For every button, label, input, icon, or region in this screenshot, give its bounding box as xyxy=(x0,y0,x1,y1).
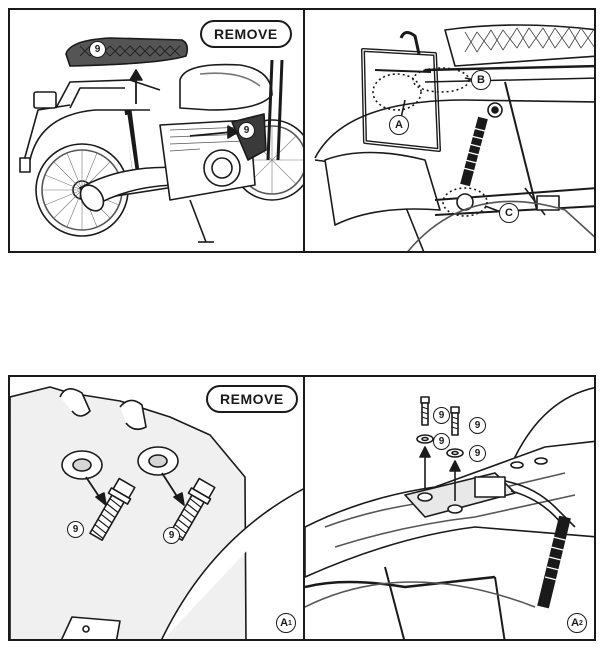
part-number-bolts: 9 xyxy=(67,521,84,538)
bracket-bolts-illustration xyxy=(10,386,303,639)
part-number-side-cover: 9 xyxy=(238,122,255,139)
rear-frame-illustration xyxy=(314,24,594,251)
panel-remove-seat-cover: REMOVE 9 9 xyxy=(8,8,305,253)
panel-mounting-points: A B C xyxy=(303,8,596,253)
part-number-seat: 9 xyxy=(89,41,106,58)
mount-point-c: C xyxy=(499,203,519,223)
part-number-washer-right: 9 xyxy=(469,445,486,462)
mount-point-b: B xyxy=(471,70,491,90)
remove-label: REMOVE xyxy=(206,385,298,413)
remove-label: REMOVE xyxy=(200,20,292,48)
part-number-bolt-right: 9 xyxy=(469,417,486,434)
mount-point-a: A xyxy=(389,115,409,135)
part-number-washer-left: 9 xyxy=(433,433,450,450)
motorcycle-side-illustration xyxy=(19,37,303,243)
under-seat-frame-illustration xyxy=(305,387,594,639)
part-number-bolts: 9 xyxy=(163,527,180,544)
part-number-bolt-left: 9 xyxy=(433,407,450,424)
